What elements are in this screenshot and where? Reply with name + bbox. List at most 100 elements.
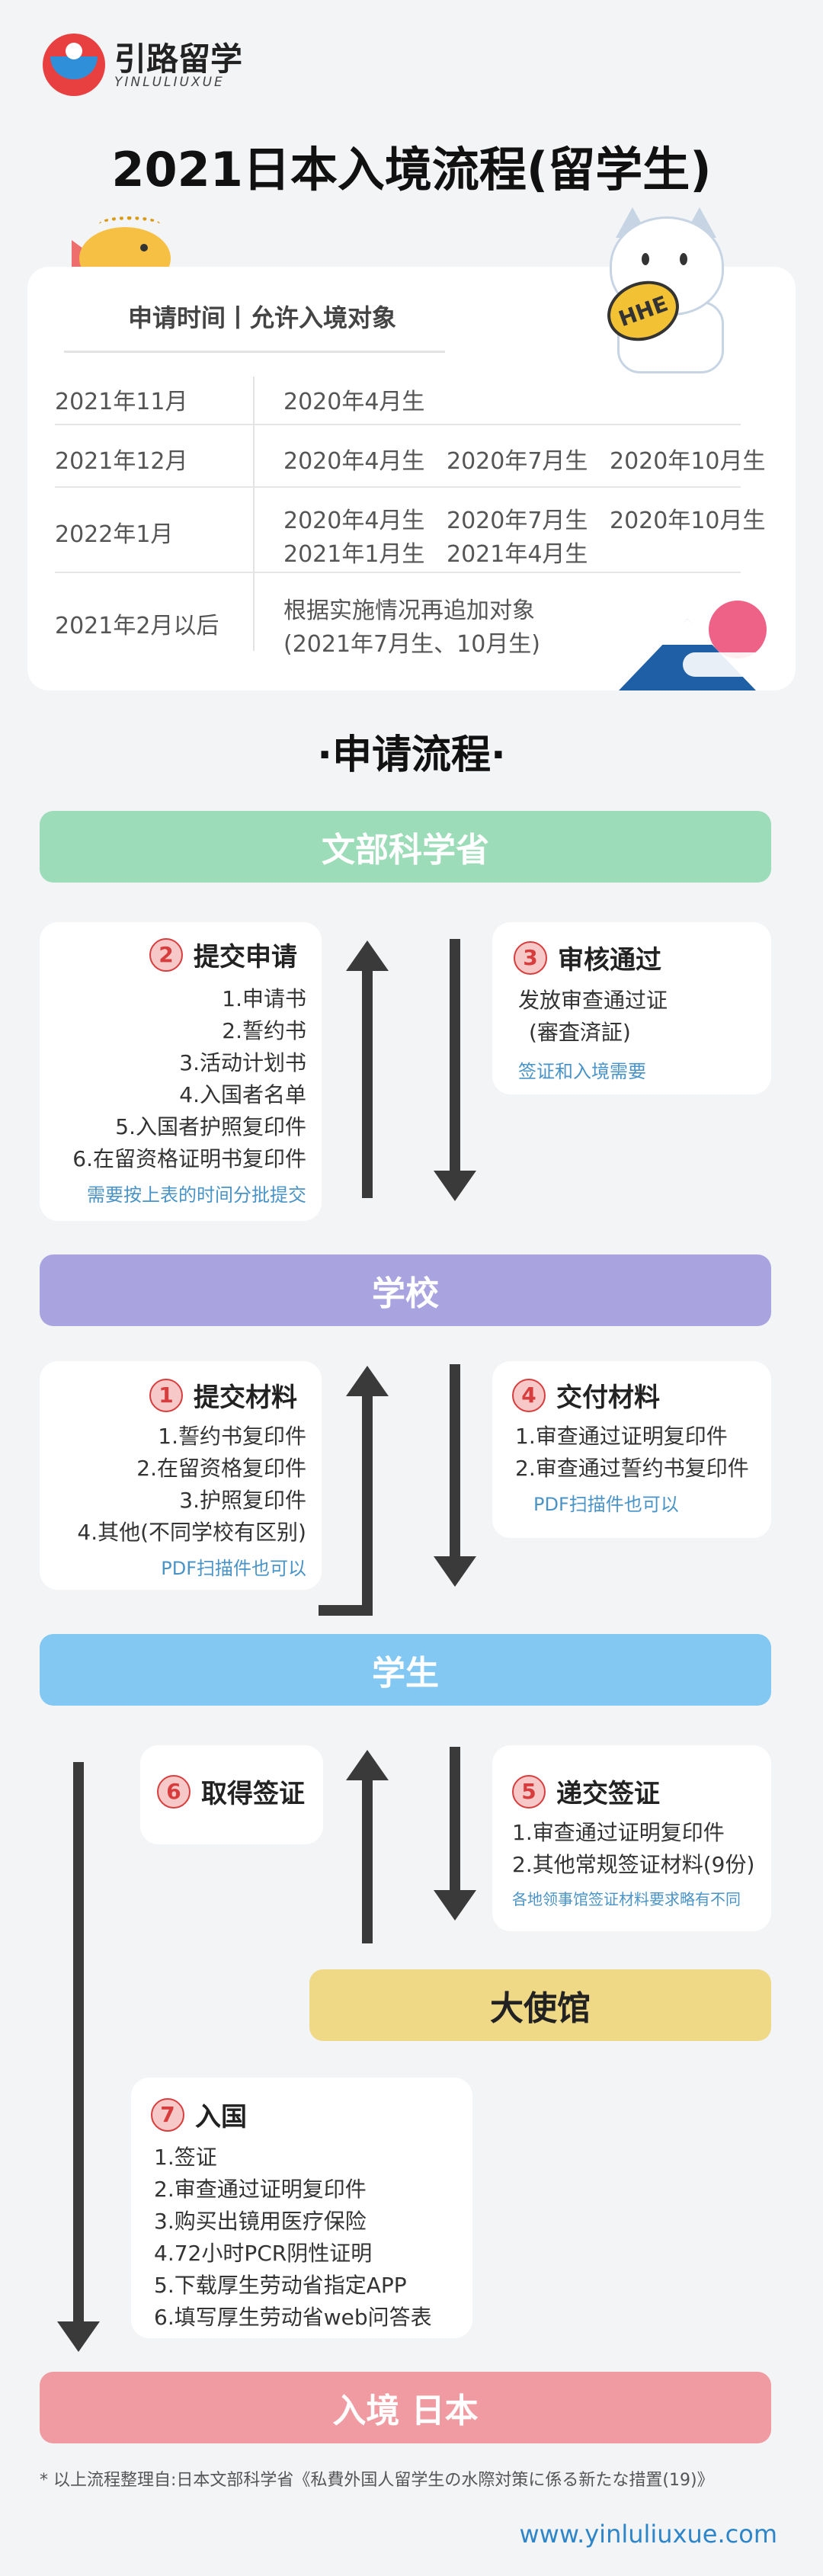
step-title: 4 交付材料 [512, 1376, 660, 1414]
list-item: 6.在留资格证明书复印件 [72, 1146, 306, 1171]
step-title: 2 提交申请 [149, 936, 297, 973]
process-title: ·申请流程· [317, 732, 506, 778]
arrow-shaft [362, 968, 373, 1198]
list-item: 3.购买出镜用医疗保险 [154, 2209, 367, 2234]
table-cell-target: 2020年7月生 [447, 508, 588, 534]
step-title: 3 审核通过 [514, 939, 661, 976]
pufferfish-eye [140, 244, 148, 252]
brand-name: 引路留学 [114, 40, 243, 78]
table-cell-time: 2021年11月 [55, 389, 188, 415]
arrow-shaft [319, 1605, 373, 1616]
row-divider [55, 486, 741, 488]
pufferfish-icon [99, 216, 160, 232]
list-item: 5.入国者护照复印件 [115, 1114, 306, 1139]
arrow-up-icon [346, 940, 389, 971]
step-note: PDF扫描件也可以 [533, 1494, 679, 1515]
list-item: 1.审查通过证明复印件 [512, 1820, 725, 1845]
step-item-list: 1.审查通过证明复印件 2.审查通过誓约书复印件 PDF扫描件也可以 [515, 1421, 749, 1516]
list-item: 2.誓约书 [222, 1018, 306, 1043]
step-item-list: 1.审查通过证明复印件 2.其他常规签证材料(9份) 各地领事馆签证材料要求略有… [512, 1817, 754, 1909]
list-item: 6.填写厚生劳动省web问答表 [154, 2305, 432, 2330]
table-cell-target: 2020年10月生 [610, 448, 766, 475]
step-item-list: 1.申请书 2.誓约书 3.活动计划书 4.入国者名单 5.入国者护照复印件 6… [40, 983, 306, 1206]
arrow-shaft [450, 1364, 460, 1558]
step-box-submit-visa [492, 1745, 771, 1931]
table-header: 申请时间丨允许入境对象 [128, 303, 397, 332]
step-title-text: 入国 [195, 2102, 247, 2132]
table-cell-target: 2020年4月生 [283, 448, 425, 475]
table-cell-target: 2021年1月生 [283, 541, 425, 568]
brand-logo-icon [43, 34, 105, 96]
step-box-submit-application [40, 922, 322, 1221]
list-item: 5.下载厚生劳动省指定APP [154, 2273, 407, 2298]
page-title: 2021日本入境流程(留学生) [111, 142, 712, 197]
list-item: 2.其他常规签证材料(9份) [512, 1852, 755, 1877]
step-number-badge: 5 [512, 1774, 546, 1809]
step-title-text: 递交签证 [556, 1779, 660, 1809]
list-item: (審査済証) [529, 1020, 631, 1045]
list-item: 4.72小时PCR阴性证明 [154, 2241, 373, 2266]
list-item: 2.在留资格复印件 [136, 1456, 306, 1481]
list-item: 3.活动计划书 [179, 1050, 306, 1075]
table-cell-target: (2021年7月生、10月生) [283, 631, 541, 658]
step-item-list: 发放审查通过证 (審査済証) 签证和入境需要 [518, 985, 668, 1083]
step-title-text: 交付材料 [556, 1383, 660, 1413]
arrow-down-icon [57, 2321, 100, 2352]
bar-mext: 文部科学省 [40, 811, 771, 883]
list-item: 3.护照复印件 [179, 1488, 306, 1513]
step-number-badge: 2 [149, 937, 183, 972]
column-divider [253, 376, 255, 651]
step-title-text: 取得签证 [201, 1779, 305, 1809]
step-note: PDF扫描件也可以 [161, 1558, 306, 1579]
arrow-shaft [450, 939, 460, 1172]
arrow-shaft [73, 1762, 84, 2323]
list-item: 4.其他(不同学校有区别) [77, 1520, 306, 1545]
cloud-icon [683, 652, 767, 677]
arrow-down-icon [434, 1556, 476, 1587]
table-cell-target: 2020年4月生 [283, 508, 425, 534]
step-title: 5 递交签证 [512, 1773, 660, 1810]
step-number-badge: 1 [149, 1378, 183, 1412]
table-cell-target: 2020年7月生 [447, 448, 588, 475]
source-footnote: * 以上流程整理自:日本文部科学省《私費外国人留学生の水際対策に係る新たな措置(… [40, 2471, 714, 2490]
step-title-text: 提交申请 [194, 942, 297, 972]
step-number-badge: 3 [514, 940, 547, 975]
mount-fuji-snowcap [661, 619, 713, 645]
arrow-up-icon [346, 1366, 389, 1396]
bar-embassy: 大使馆 [309, 1969, 771, 2041]
step-note: 各地领事馆签证材料要求略有不同 [512, 1890, 741, 1908]
divider [64, 351, 445, 353]
arrow-shaft [362, 1393, 373, 1616]
table-cell-time: 2022年1月 [55, 521, 174, 548]
bar-student: 学生 [40, 1634, 771, 1706]
bar-entry-japan: 入境 日本 [40, 2372, 771, 2443]
table-cell-target: 2020年10月生 [610, 508, 766, 534]
arrow-shaft [362, 1777, 373, 1943]
list-item: 1.申请书 [222, 986, 306, 1011]
arrow-shaft [450, 1747, 460, 1892]
step-number-badge: 6 [157, 1774, 191, 1809]
table-cell-time: 2021年12月 [55, 448, 188, 475]
list-item: 1.审查通过证明复印件 [515, 1424, 728, 1449]
arrow-down-icon [434, 1890, 476, 1921]
website-link[interactable]: www.yinluliuxue.com [519, 2520, 777, 2549]
row-divider [55, 424, 741, 425]
list-item: 4.入国者名单 [179, 1082, 306, 1107]
list-item: 1.誓约书复印件 [158, 1424, 306, 1449]
table-cell-target: 2020年4月生 [283, 389, 425, 415]
arrow-up-icon [346, 1750, 389, 1780]
list-item: 2.审查通过证明复印件 [154, 2177, 367, 2202]
lucky-cat-eye [680, 253, 687, 265]
step-title: 7 入国 [151, 2096, 247, 2133]
list-item: 2.审查通过誓约书复印件 [515, 1456, 749, 1481]
row-divider [55, 572, 741, 573]
lucky-cat-eye [642, 253, 649, 265]
step-box-entry [131, 2078, 472, 2338]
step-item-list: 1.签证 2.审查通过证明复印件 3.购买出镜用医疗保险 4.72小时PCR阴性… [154, 2142, 432, 2334]
list-item: 发放审查通过证 [518, 988, 668, 1013]
step-number-badge: 7 [151, 2097, 184, 2132]
step-title: 6 取得签证 [157, 1773, 305, 1810]
table-cell-target: 2021年4月生 [447, 541, 588, 568]
step-title: 1 提交材料 [149, 1376, 297, 1414]
table-cell-target: 根据实施情况再追加对象 [283, 598, 535, 624]
